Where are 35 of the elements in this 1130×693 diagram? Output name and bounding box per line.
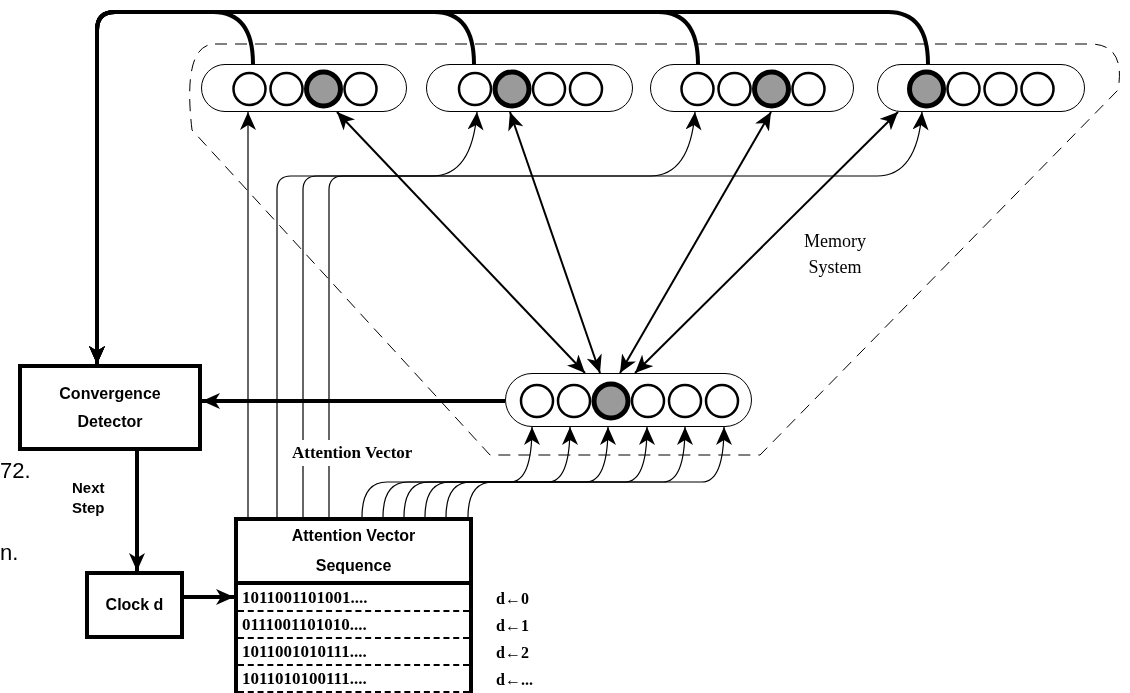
signal-label: Attention Vector <box>292 440 413 466</box>
connector-arrow <box>403 426 616 518</box>
process-box: Convergence Detector <box>18 364 202 451</box>
bit-sequence: 1011001101001.... <box>238 585 469 612</box>
connector-arrow <box>619 111 772 374</box>
connector-arrow <box>508 111 602 374</box>
connector-arrow <box>240 111 256 518</box>
bit-sequence: 0111001101010.... <box>238 612 469 639</box>
vector-pill <box>426 64 633 112</box>
bit-sequence: 1011001010111.... <box>238 639 469 666</box>
connector-arrow <box>467 426 732 518</box>
row-index-label: d←... <box>496 670 533 690</box>
connector-arrow <box>445 426 693 518</box>
connector-arrow <box>424 426 655 518</box>
bit-sequence: 1011010100111.... <box>238 666 469 693</box>
row-index-label: d←0 <box>496 589 529 609</box>
connector-arrow <box>361 426 540 518</box>
connector-arrow <box>328 111 929 518</box>
connector-arrow <box>336 111 586 374</box>
connector-arrow <box>184 589 234 605</box>
vector-pill <box>650 64 854 112</box>
connector-arrow <box>302 111 702 518</box>
connector-arrow <box>634 111 899 374</box>
row-index-label: d←1 <box>496 616 529 636</box>
vector-pill <box>505 373 752 427</box>
connector-arrow <box>202 393 505 409</box>
row-index-label: d←2 <box>496 643 529 663</box>
connector-arrow <box>129 451 145 571</box>
sequence-table <box>234 517 473 693</box>
connector-arrow <box>382 426 578 518</box>
table-header: Attention Vector Sequence <box>238 521 469 585</box>
connector-arrow <box>276 111 484 518</box>
vector-pill <box>201 64 407 112</box>
vector-pill <box>877 64 1085 112</box>
process-box: Clock d <box>85 571 184 639</box>
